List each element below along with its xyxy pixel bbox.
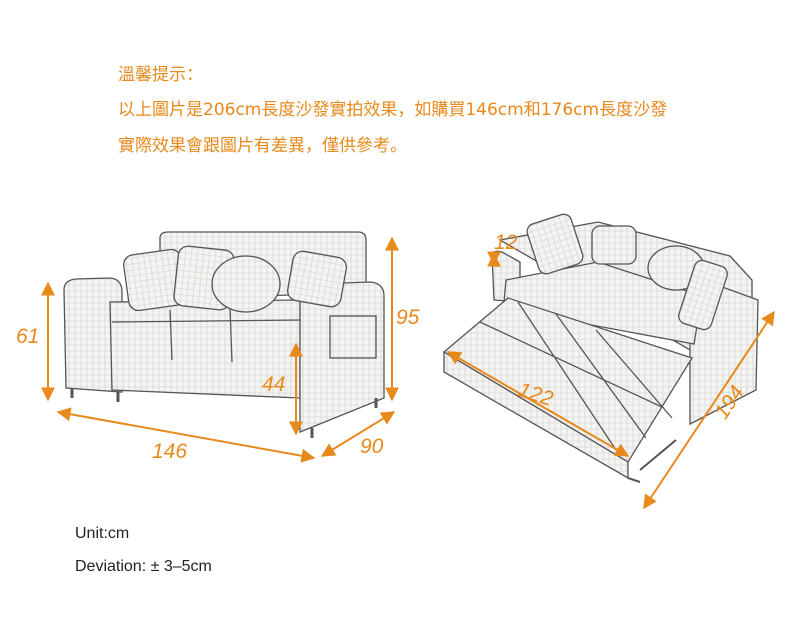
dim-height-arm: 61 xyxy=(16,325,40,348)
bed-pillow-anchor xyxy=(591,225,637,265)
sofa-right-arm xyxy=(299,281,385,433)
unit-label: Unit:cm xyxy=(75,525,130,542)
sofa-leg-left xyxy=(70,388,120,402)
dim-length: 146 xyxy=(152,440,188,463)
dim-line-bed-width xyxy=(446,351,630,457)
dim-depth: 90 xyxy=(360,435,384,458)
sofa-seat-cushions xyxy=(111,307,301,363)
bed-pillow-1 xyxy=(526,213,584,275)
sofa-left-arm xyxy=(63,277,123,393)
notice-line-2: 實際效果會跟圖片有差異，僅供參考。 xyxy=(118,136,407,156)
sofa-illustration xyxy=(63,231,385,438)
dim-seat-height: 44 xyxy=(262,373,286,396)
deviation-label: Deviation: ± 3–5cm xyxy=(75,558,212,575)
sofa-side-pocket xyxy=(329,315,377,359)
notice-heading: 溫馨提示： xyxy=(118,65,203,85)
dim-line-length xyxy=(56,407,316,463)
dimension-lines xyxy=(41,236,775,510)
dim-cushion-thickness: 12 xyxy=(494,231,518,254)
pillow-4 xyxy=(287,250,347,308)
notice-line-1: 以上圖片是206cm長度沙發實拍效果，如購買146cm和176cm長度沙發 xyxy=(118,100,668,120)
dim-height-back: 95 xyxy=(396,306,420,329)
dim-line-bed-length xyxy=(643,310,775,510)
pillow-fish xyxy=(211,255,281,313)
dim-line-depth xyxy=(320,411,396,457)
